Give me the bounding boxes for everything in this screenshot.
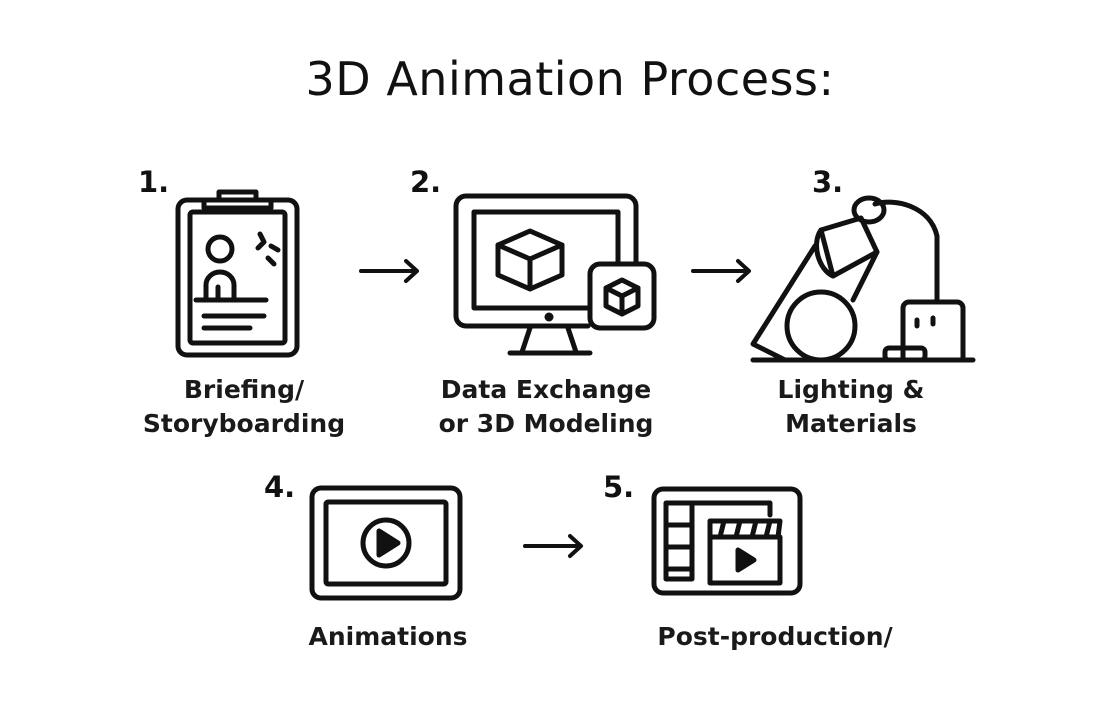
step-4-number: 4. [264,470,296,504]
step-1-label-line-1: Briefing/ [183,375,305,404]
step-1-label-line-2: Storyboarding [142,409,346,438]
step-2-label-line-2: or 3D Modeling [438,409,654,438]
step-5-number: 5. [603,470,635,504]
arrow-2-to-3 [690,258,754,284]
video-player-icon [308,484,464,602]
step-2-label: Data Exchange or 3D Modeling [421,373,671,441]
arrow-4-to-5 [522,533,586,559]
diagram-title: 3D Animation Process: [305,52,835,106]
monitor-cube-icon [450,190,660,358]
step-3-label: Lighting & Materials [741,373,961,441]
step-1-number: 1. [138,165,170,199]
step-3-number: 3. [812,165,844,199]
desk-lamp-icon [745,188,980,368]
step-2-label-line-1: Data Exchange [440,375,652,404]
clipboard-icon [170,186,305,361]
step-5-label-line-1: Post-production/ [657,622,893,651]
arrow-1-to-2 [358,258,422,284]
step-1-label: Briefing/ Storyboarding [124,373,364,441]
step-3-label-line-2: Materials [785,409,917,438]
step-3-label-line-1: Lighting & [777,375,925,404]
film-editing-icon [650,485,804,597]
step-2-number: 2. [410,165,442,199]
step-5-label: Post-production/ [640,620,910,654]
step-4-label: Animations [288,620,488,654]
step-4-label-line-1: Animations [308,622,468,651]
